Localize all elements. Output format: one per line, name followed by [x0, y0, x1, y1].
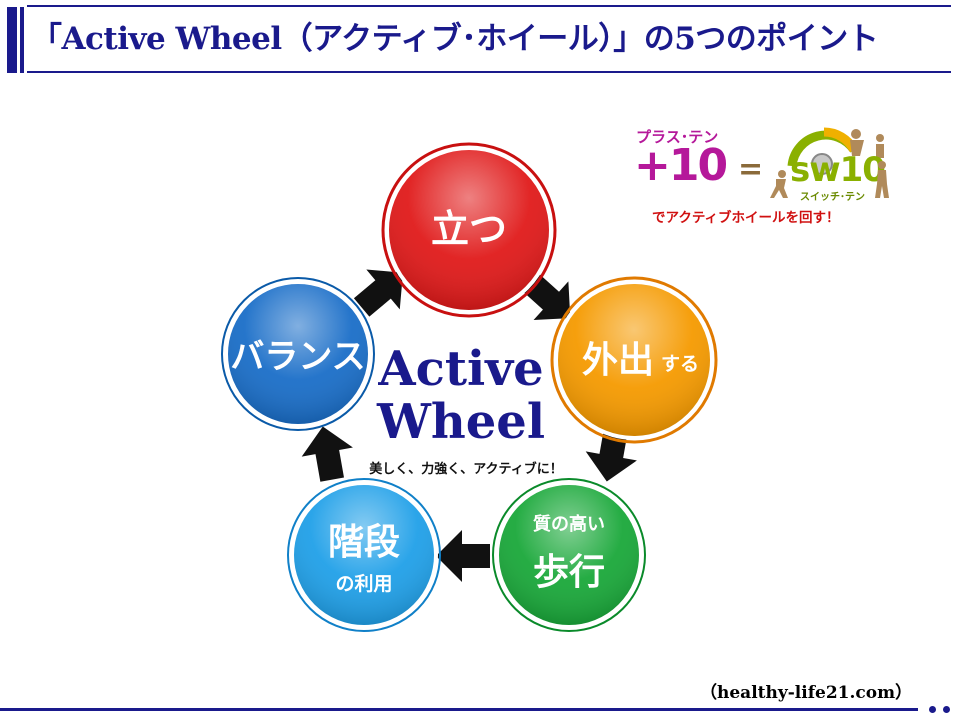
node-outing-label: 外出 [582, 340, 654, 381]
switch-ten-label: スイッチ･テン [800, 192, 865, 203]
source-credit: （healthy-life21.com） [700, 683, 913, 703]
squat-figure-icon [770, 170, 788, 198]
node-outing: 外出 する [550, 276, 718, 444]
center-title: Active Wheel 美しく、力強く、アクティブに！ [369, 341, 563, 477]
equals-sign: = [738, 152, 764, 187]
arrow-stairs-to-balance [301, 426, 353, 482]
footer-dot-1 [929, 706, 936, 713]
arrow-balance-to-stand [353, 269, 403, 317]
node-stairs: 階段 の利用 [287, 478, 441, 632]
center-tagline: 美しく、力強く、アクティブに！ [369, 461, 563, 477]
title-bar: 「Active Wheel（アクティブ･ホイール）」の5つのポイント [7, 5, 951, 73]
node-walking-label: 歩行 [533, 552, 605, 593]
node-outing-sub: する [661, 353, 699, 375]
node-stairs-label: 階段 [328, 522, 400, 563]
logo-caption: でアクティブホイールを回す！ [652, 210, 840, 226]
plus-ten-label: プラス･テン [636, 128, 719, 146]
switch-ten-gauge-icon [787, 127, 884, 175]
page-title: 「Active Wheel（アクティブ･ホイール）」の5つのポイント [31, 21, 879, 57]
title-accent-bar [7, 7, 17, 73]
footer-rule [0, 708, 918, 711]
switch-ten-number: sw10 [790, 150, 886, 190]
title-bottom-rule [27, 71, 951, 73]
plus-ten-number: +10 [634, 140, 728, 191]
arrow-walking-to-stairs [436, 530, 490, 582]
node-balance: バランス [221, 277, 375, 431]
center-title-line2: Wheel [376, 394, 545, 450]
node-stairs-sub: の利用 [335, 573, 392, 595]
walking-figure-icon [875, 161, 889, 198]
title-accent-bar-thin [20, 7, 24, 73]
node-stand-label: 立つ [431, 207, 507, 251]
node-walking-sub: 質の高い [533, 513, 605, 535]
node-balance-label: バランス [230, 337, 365, 377]
title-top-rule [27, 5, 951, 7]
footer-dot-2 [943, 706, 950, 713]
center-title-line1: Active [377, 341, 543, 397]
node-walking: 質の高い 歩行 [492, 478, 646, 632]
node-stand: 立つ [381, 142, 557, 318]
